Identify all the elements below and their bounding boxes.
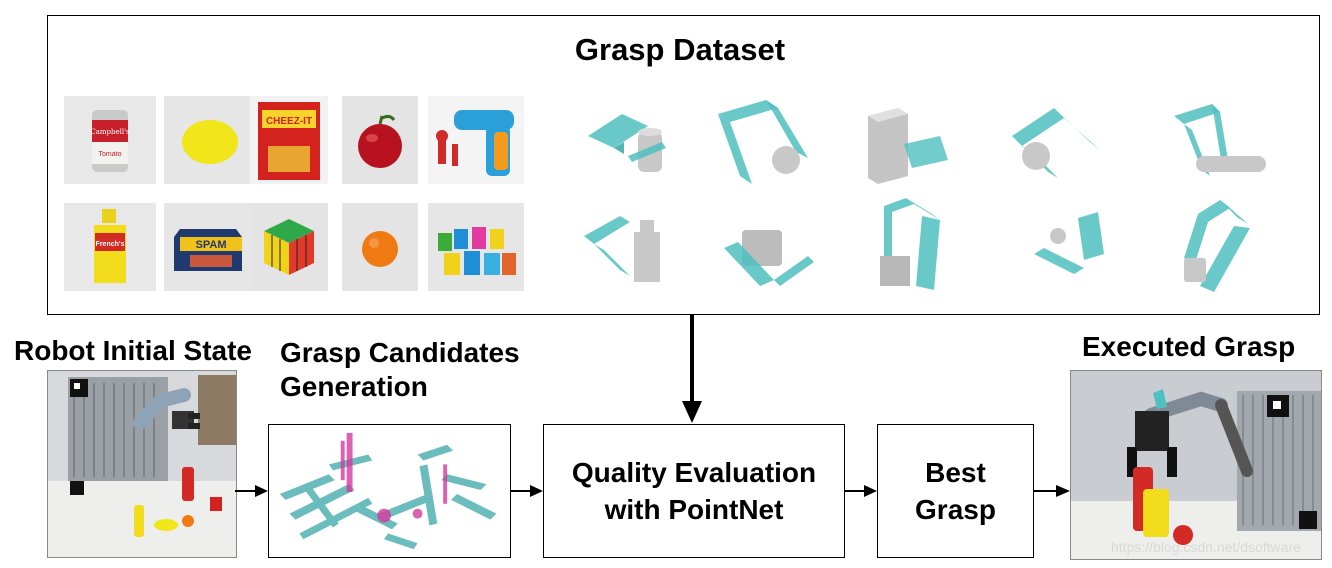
arrow-candidates-to-quality	[511, 485, 543, 497]
arrow-quality-to-best	[845, 485, 877, 497]
arrow-robot-to-candidates	[235, 485, 268, 497]
thumb-lemon	[164, 96, 256, 184]
robot-initial-state-photo	[47, 370, 237, 558]
thumb-cracker-box: CHEEZ-IT	[250, 96, 328, 184]
spam-can-label: SPAM	[196, 239, 227, 251]
grasp-render-cup	[1174, 196, 1284, 296]
cracker-box-label: CHEEZ-IT	[266, 116, 312, 127]
grasp-render-ball	[712, 94, 822, 190]
quality-evaluation-line1: Quality Evaluation	[571, 457, 817, 488]
best-grasp-line2: Grasp	[915, 494, 996, 525]
watermark-text: https://blog.csdn.net/dsoftware	[1111, 539, 1301, 555]
grasp-render-bottle-lying	[1164, 96, 1274, 196]
thumb-orange	[342, 203, 418, 291]
robot-initial-state-label: Robot Initial State	[14, 335, 252, 366]
thumb-rubiks-cube	[250, 203, 328, 291]
grasp-render-box-tall	[864, 196, 974, 292]
soup-can-sublabel: Tomato	[99, 151, 122, 158]
grasp-candidates-label-line1: Grasp Candidates	[280, 337, 520, 368]
grasp-candidates-panel	[268, 424, 511, 558]
thumb-mustard-bottle: French's	[64, 203, 156, 291]
grasp-render-bottle	[578, 200, 688, 300]
grasp-candidates-label-line2: Generation	[280, 371, 428, 402]
soup-can-label: Campbell's	[90, 128, 130, 136]
best-grasp-box: Best Grasp	[877, 424, 1034, 558]
grasp-render-mug	[718, 216, 828, 296]
arrow-best-to-executed	[1034, 485, 1070, 497]
executed-grasp-label: Executed Grasp	[1082, 331, 1296, 362]
quality-evaluation-box: Quality Evaluation with PointNet	[543, 424, 845, 558]
quality-evaluation-line2: with PointNet	[604, 494, 784, 525]
grasp-render-ball-small	[1028, 210, 1138, 290]
thumb-stacking-cups	[428, 203, 524, 291]
executed-grasp-photo: https://blog.csdn.net/dsoftware	[1070, 370, 1322, 560]
thumb-apple	[342, 96, 418, 184]
thumb-soup-can: Campbell's Tomato	[64, 96, 156, 184]
mustard-bottle-label: French's	[96, 241, 125, 248]
grasp-dataset-title: Grasp Dataset	[574, 32, 786, 67]
grasp-render-box	[858, 100, 968, 200]
arrow-dataset-to-quality	[682, 315, 702, 423]
grasp-render-can	[578, 96, 688, 196]
thumb-spam-can: SPAM	[164, 203, 256, 291]
thumb-toy-drill	[428, 96, 524, 184]
grasp-render-sphere	[1006, 96, 1116, 196]
best-grasp-line1: Best	[925, 457, 986, 488]
